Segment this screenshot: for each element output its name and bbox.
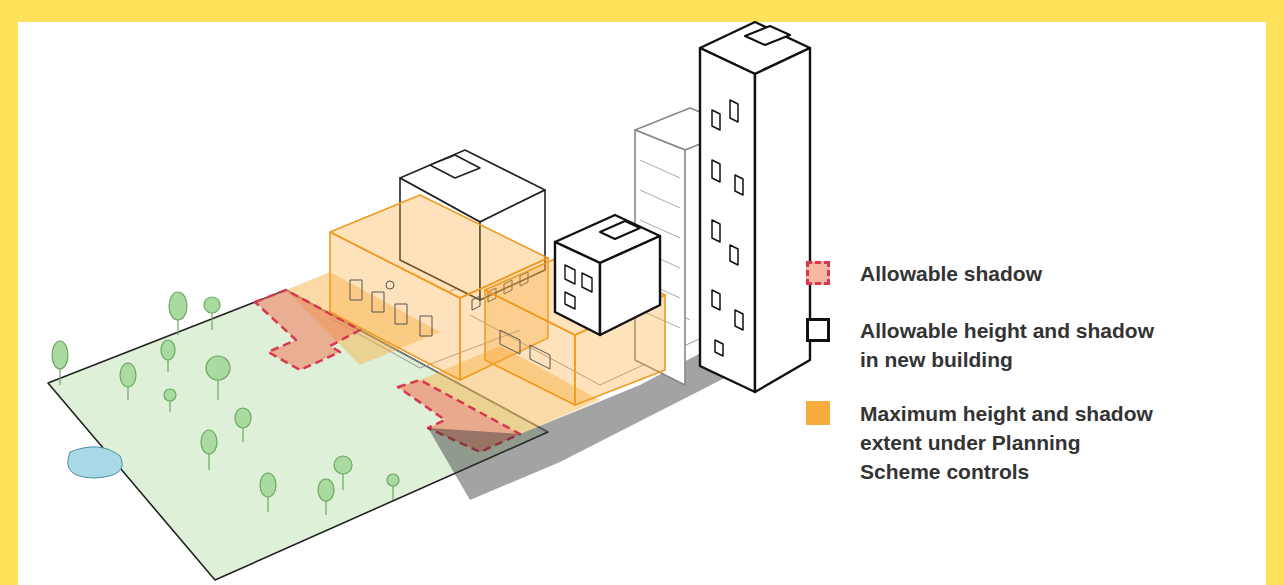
legend-item: Allowable height and shadow in new build… bbox=[806, 316, 1266, 374]
legend-text: Allowable height and shadow in new build… bbox=[860, 316, 1160, 374]
legend-text: Allowable shadow bbox=[860, 259, 1160, 288]
legend-item: Allowable shadow bbox=[806, 259, 1266, 288]
legend-item: Maximum height and shadow extent under P… bbox=[806, 399, 1266, 486]
legend-swatch bbox=[806, 401, 830, 425]
legend-text: Maximum height and shadow extent under P… bbox=[860, 399, 1160, 486]
legend-swatch bbox=[806, 261, 830, 285]
legend-swatch bbox=[806, 318, 830, 342]
